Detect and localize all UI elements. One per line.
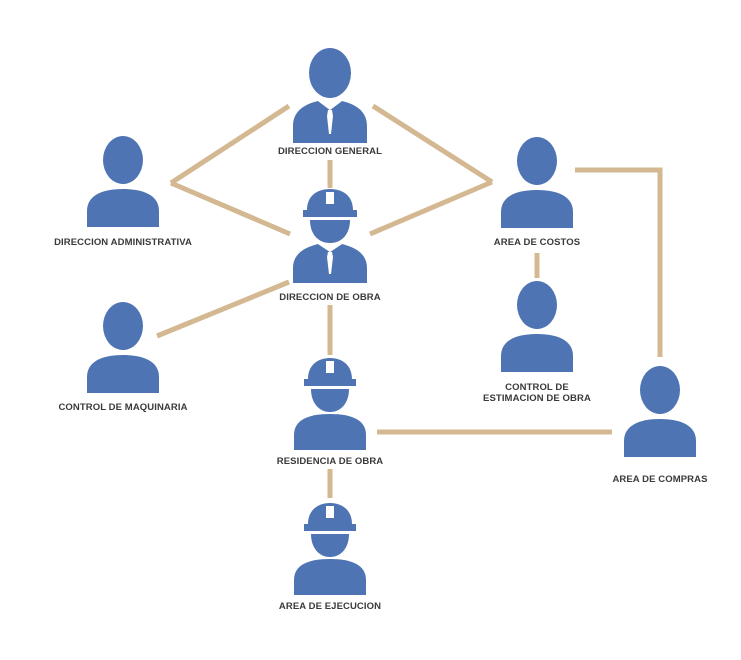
engineer-icon	[294, 358, 366, 450]
edge-obra-costos	[369, 179, 493, 237]
node-label-direccion-administrativa: DIRECCION ADMINISTRATIVA	[54, 237, 192, 248]
executive-icon	[293, 48, 367, 143]
node-label-control-de-maquinaria: CONTROL DE MAQUINARIA	[58, 402, 188, 413]
edge-costos-compras	[575, 167, 663, 357]
person-icon	[87, 302, 159, 393]
person-icon	[87, 136, 159, 227]
node-label-residencia-de-obra: RESIDENCIA DE OBRA	[276, 456, 384, 467]
engineer-executive-icon	[293, 189, 367, 283]
node-label-area-de-ejecucion: AREA DE EJECUCION	[278, 601, 382, 612]
node-label-direccion-general: DIRECCION GENERAL	[277, 146, 383, 157]
node-label-direccion-de-obra: DIRECCION DE OBRA	[279, 292, 381, 303]
person-icon	[501, 137, 573, 228]
person-icon	[624, 366, 696, 457]
edge-general-costos	[371, 103, 494, 185]
node-label-control-de-estimacion: CONTROL DE ESTIMACION DE OBRA	[483, 382, 591, 404]
edge-administrativa-obra	[170, 180, 291, 237]
edge-obra-maquinaria	[156, 279, 290, 339]
edge-general-administrativa	[169, 103, 291, 186]
person-icon	[501, 281, 573, 372]
node-label-area-de-compras: AREA DE COMPRAS	[612, 474, 708, 485]
engineer-icon	[294, 503, 366, 595]
node-label-area-de-costos: AREA DE COSTOS	[493, 237, 581, 248]
